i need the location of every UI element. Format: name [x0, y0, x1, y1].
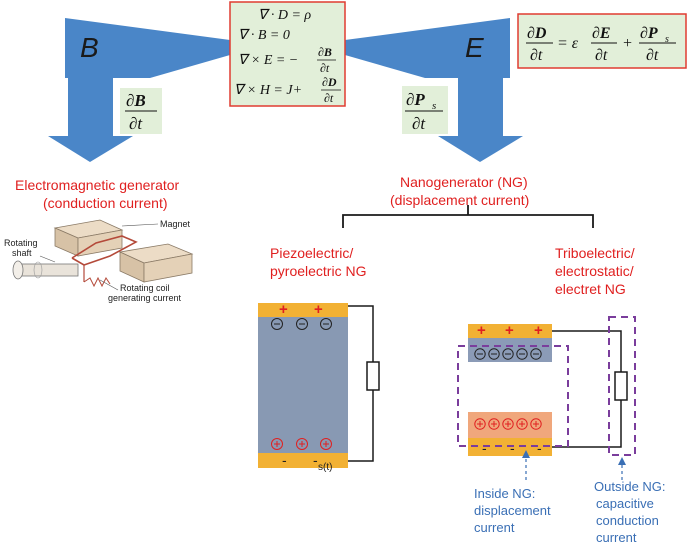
outside-ng-label-4: current	[596, 530, 637, 545]
piezo-body	[258, 317, 348, 453]
tribo-top-electrode	[468, 324, 552, 338]
left-field-letter: B	[80, 32, 99, 63]
svg-text:-: -	[537, 440, 542, 456]
right-field-letter: E	[465, 32, 484, 63]
svg-text:-: -	[313, 452, 318, 468]
piezo-label-1: Piezoelectric/	[270, 245, 353, 261]
outside-ng-pointer	[618, 457, 626, 480]
magnet-label: Magnet	[160, 219, 191, 229]
maxwell-equations-box	[229, 1, 346, 107]
left-arrow-shaft	[68, 76, 113, 138]
piezo-top-electrode	[258, 303, 348, 317]
dps-dt-den: ∂t	[412, 114, 426, 133]
db-dt-num: ∂B	[126, 91, 146, 110]
outside-ng-dashed-region	[608, 316, 636, 456]
ng-title: Nanogenerator (NG)	[400, 174, 528, 190]
left-field-funnel	[65, 18, 230, 78]
shaft-label-2: shaft	[12, 248, 32, 258]
piezo-negative-charges-top	[271, 318, 332, 330]
maxwell-eq-ampere-num: ∂D	[322, 75, 337, 89]
tribo-external-circuit	[552, 330, 622, 448]
tribo-label-3: electret NG	[555, 281, 626, 297]
dps-dt-box	[402, 86, 448, 134]
svg-text:-: -	[482, 440, 487, 456]
maxwell-eq-gauss-magnetic: ∇ · B = 0	[238, 28, 290, 43]
eq-plus: +	[622, 35, 633, 52]
maxwell-eq-ampere-den: ∂t	[324, 91, 334, 105]
inside-ng-dashed-region	[457, 345, 569, 447]
tribo-bottom-dielectric	[468, 412, 552, 438]
tribo-label-2: electrostatic/	[555, 263, 634, 279]
maxwell-eq-ampere: ∇ × H = J+	[234, 83, 302, 98]
tribo-positive-charges	[474, 418, 542, 430]
displacement-equation-box	[517, 13, 687, 69]
piezo-positive-charges-bottom	[271, 438, 332, 450]
svg-text:-: -	[510, 440, 515, 456]
svg-text:+: +	[279, 301, 288, 318]
inside-ng-label-3: current	[474, 520, 515, 535]
tribo-top-dielectric	[468, 338, 552, 362]
left-arrow-head	[48, 136, 133, 162]
em-generator-illustration	[12, 219, 194, 291]
eq-t2-sub: s	[665, 34, 669, 45]
eq-t1-den: ∂t	[595, 47, 608, 64]
svg-text:+: +	[477, 322, 486, 339]
piezo-s-label: s(t)	[318, 462, 332, 473]
inside-ng-label-2: displacement	[474, 503, 551, 518]
maxwell-eq-faraday-num: ∂B	[318, 45, 332, 59]
svg-text:-: -	[282, 452, 287, 468]
piezo-label-2: pyroelectric NG	[270, 263, 366, 279]
dps-dt-sub: s	[432, 100, 436, 112]
piezo-external-circuit	[348, 305, 374, 462]
maxwell-eq-gauss: ∇ · D = ρ	[258, 8, 311, 23]
inside-ng-label-1: Inside NG:	[474, 486, 535, 501]
maxwell-eq-faraday: ∇ × E = −	[238, 53, 298, 68]
coil-label-2: generating current	[108, 293, 182, 303]
svg-text:+: +	[314, 301, 323, 318]
piezo-load-resistor	[366, 361, 380, 391]
dps-dt-num: ∂P	[406, 90, 425, 109]
ng-bracket	[342, 205, 594, 228]
right-arrow-shaft	[458, 76, 503, 138]
outside-ng-label-2: capacitive	[596, 496, 654, 511]
tribo-load-resistor	[614, 371, 628, 401]
inside-ng-pointer	[522, 450, 530, 480]
tribo-negative-charges	[474, 348, 542, 360]
eq-lhs-den: ∂t	[530, 47, 543, 64]
tribo-label-1: Triboelectric/	[555, 245, 635, 261]
em-generator-title: Electromagnetic generator	[15, 177, 180, 193]
eq-lhs-num: ∂D	[527, 25, 547, 42]
piezo-bottom-electrode	[258, 453, 348, 468]
piezo-negative-marks-bottom: - -	[282, 452, 318, 468]
svg-text:+: +	[534, 322, 543, 339]
tribo-positive-marks-top: + + +	[477, 322, 543, 339]
maxwell-eq-faraday-den: ∂t	[320, 61, 330, 75]
eq-t1-num: ∂E	[592, 25, 611, 42]
outside-ng-label-1: Outside NG:	[594, 479, 666, 494]
eq-equals-epsilon: = ε	[557, 35, 579, 52]
right-arrow-head	[438, 136, 523, 162]
eq-t2-num: ∂P	[640, 25, 658, 42]
tribo-negative-marks-bottom: - - -	[482, 440, 542, 456]
coil-label-1: Rotating coil	[120, 283, 170, 293]
shaft-label-1: Rotating	[4, 238, 38, 248]
piezo-positive-charges-top: + +	[279, 301, 323, 318]
db-dt-den: ∂t	[129, 114, 143, 133]
svg-text:+: +	[505, 322, 514, 339]
eq-t2-den: ∂t	[646, 47, 659, 64]
ng-subtitle: (displacement current)	[390, 192, 529, 208]
right-field-funnel	[345, 18, 510, 78]
em-generator-subtitle: (conduction current)	[43, 195, 168, 211]
outside-ng-label-3: conduction	[596, 513, 659, 528]
